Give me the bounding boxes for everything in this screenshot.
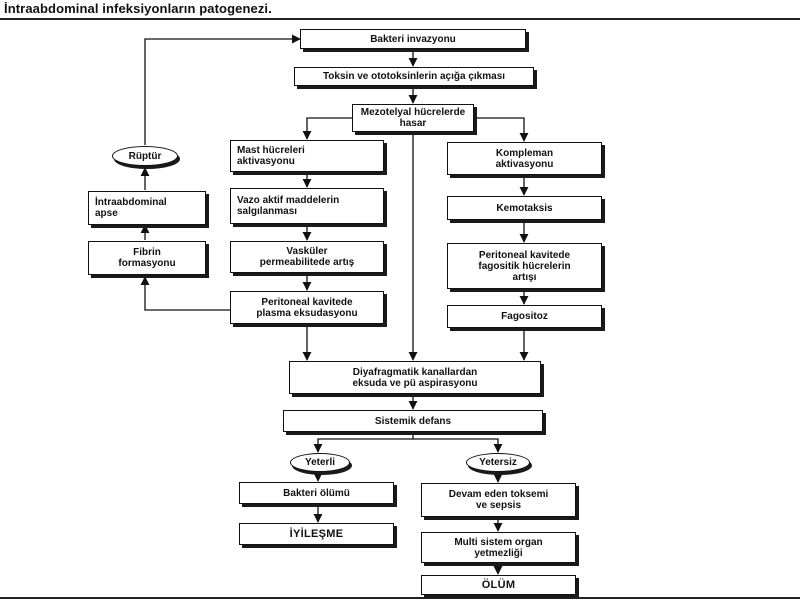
node-fagositik-hucreler: Peritoneal kavitede fagositik hücrelerin… (447, 243, 602, 289)
figure-title: İntraabdominal infeksiyonların patogenez… (4, 1, 272, 16)
arrow-sistemik-yeterli (313, 432, 414, 453)
node-plazma-eksudasyonu: Peritoneal kavitede plasma eksudasyonu (230, 291, 384, 324)
node-intraabdominal-apse: İntraabdominal apse (88, 191, 206, 225)
node-olum: ÖLÜM (421, 575, 576, 595)
bottom-rule (0, 597, 800, 599)
node-vazo-aktif: Vazo aktif maddelerin salgılanması (230, 188, 384, 224)
arrow-plazma-fibrin (140, 276, 230, 311)
arrow-mezotelyal-kompleman (474, 117, 529, 142)
title-rule (0, 18, 800, 20)
arrow-ruptur-invazyon (144, 34, 301, 145)
node-mezotelyal-hasar: Mezotelyal hücrelerde hasar (352, 104, 474, 132)
node-devam-eden-toksemi: Devam eden toksemi ve sepsis (421, 483, 576, 517)
node-bakteri-invazyonu: Bakteri invazyonu (300, 29, 526, 49)
node-iyilesme: İYİLEŞME (239, 523, 394, 545)
node-bakteri-olumu: Bakteri ölümü (239, 482, 394, 504)
node-yetersiz: Yetersiz (466, 453, 530, 472)
node-sistemik-defans: Sistemik defans (283, 410, 543, 432)
node-kemotaksis: Kemotaksis (447, 196, 602, 220)
node-yeterli: Yeterli (290, 453, 350, 472)
arrow-sistemik-yetersiz (413, 438, 503, 453)
node-mast-aktivasyonu: Mast hücreleri aktivasyonu (230, 140, 384, 172)
node-vaskuler-permeabilite: Vasküler permeabilitede artış (230, 241, 384, 273)
node-multi-sistem-organ: Multi sistem organ yetmezliği (421, 532, 576, 563)
arrow-mezotelyal-mast (302, 117, 352, 140)
node-fibrin-formasyonu: Fibrin formasyonu (88, 241, 206, 275)
node-fagositoz: Fagositoz (447, 305, 602, 328)
node-diyafragmatik-kanallar: Diyafragmatik kanallardan eksuda ve pü a… (289, 361, 541, 394)
node-toksin: Toksin ve ototoksinlerin açığa çıkması (294, 67, 534, 86)
node-ruptur: Rüptür (112, 146, 178, 166)
node-kompleman-aktivasyonu: Kompleman aktivasyonu (447, 142, 602, 175)
